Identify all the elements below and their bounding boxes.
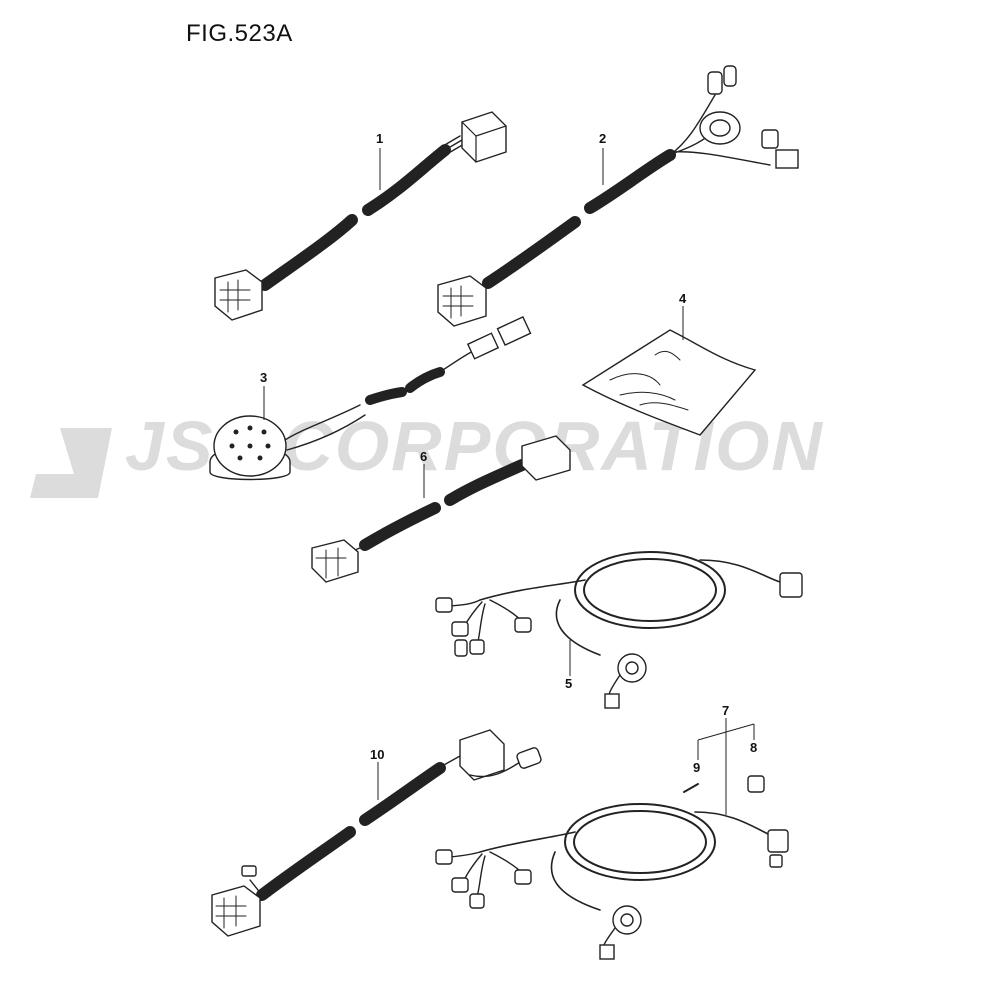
callout-4: 4 [679,291,687,306]
part-2-harness [437,65,799,327]
watermark-logo-icon [30,428,112,498]
part-6-harness [311,435,571,583]
part-9-terminal [683,783,699,793]
part-8-plug [747,775,765,793]
callout-9: 9 [693,760,700,775]
part-4-packet [581,329,757,436]
part-5-harness [435,551,803,709]
part-7-harness [435,803,789,960]
buzzer-holes-icon [229,425,271,461]
part-3-buzzer [209,315,532,481]
callout-1: 1 [376,131,383,146]
part-10-harness [211,729,542,937]
part-1-harness [214,111,507,321]
callout-2: 2 [599,131,606,146]
figure-title: FIG.523A [186,20,293,47]
callout-3: 3 [260,370,267,385]
callout-8: 8 [750,740,757,755]
leader-lines [263,148,755,815]
callout-7: 7 [722,703,729,718]
callout-10: 10 [370,747,384,762]
callout-5: 5 [565,676,572,691]
callout-labels: 1 2 3 4 5 6 7 8 9 10 [260,131,757,775]
callout-6: 6 [420,449,427,464]
